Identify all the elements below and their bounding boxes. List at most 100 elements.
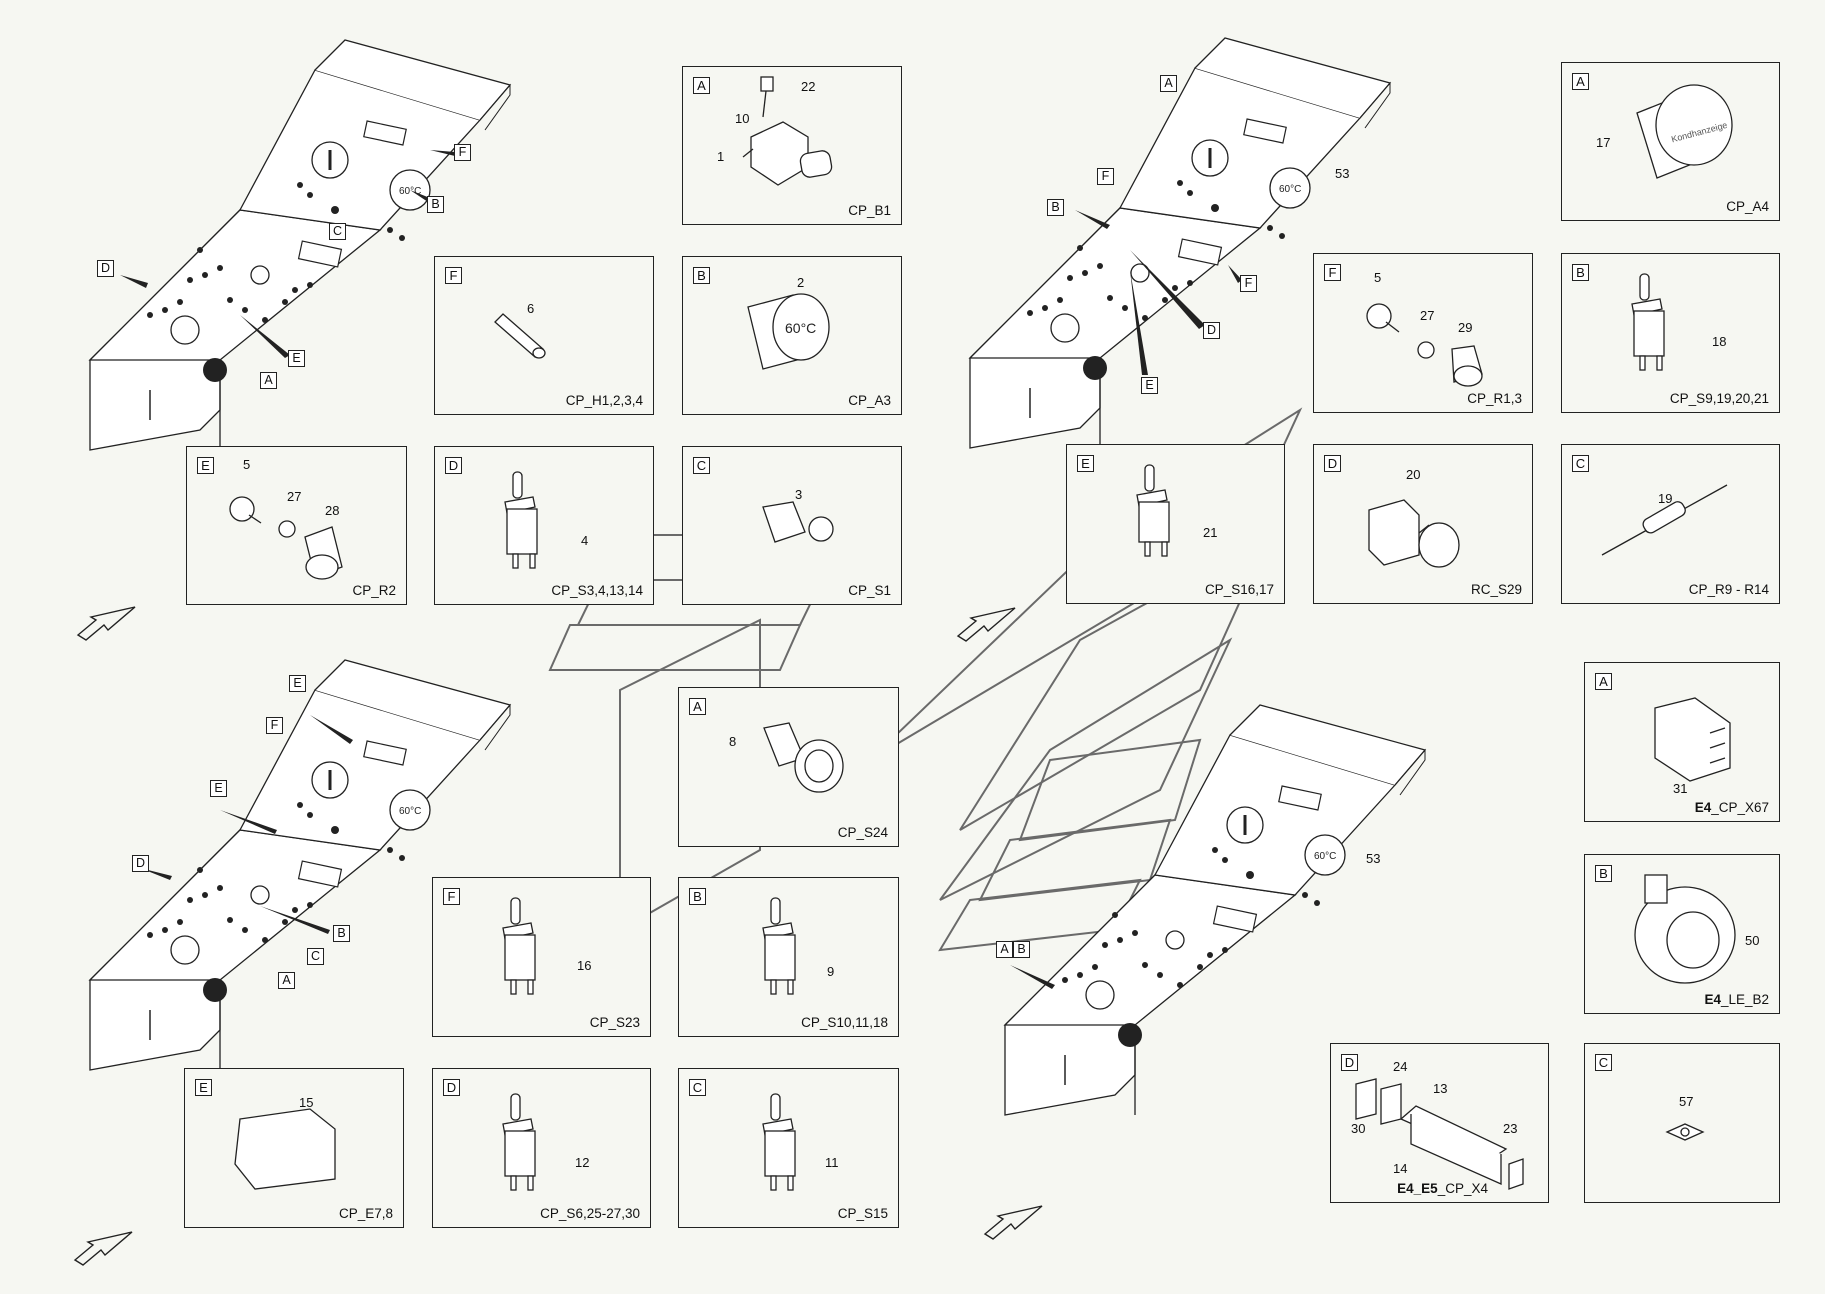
detail-box-cp-b1: A 22 10 1 CP_B1 — [682, 66, 902, 225]
detail-box-cp-s24: A 8 CP_S24 — [678, 687, 899, 847]
box-letter: B — [1572, 264, 1589, 281]
part-number: 5 — [243, 457, 251, 472]
part-number: 4 — [581, 533, 589, 548]
leader-lines — [120, 150, 1242, 989]
callout-tag: E — [289, 675, 306, 692]
box-letter: F — [1324, 264, 1341, 281]
part-number: 19 — [1658, 491, 1673, 506]
callout-tag: B — [427, 196, 444, 213]
box-letter: C — [693, 457, 710, 474]
part-code: CP_S23 — [589, 1015, 640, 1030]
box-letter: D — [443, 1079, 460, 1096]
part-number: 1 — [717, 149, 725, 164]
box-letter: E — [197, 457, 214, 474]
part-number: 21 — [1203, 525, 1218, 540]
part-code: CP_R1,3 — [1467, 391, 1522, 406]
box-letter: D — [1341, 1054, 1358, 1071]
part-number: 50 — [1745, 933, 1760, 948]
callout-tag: E — [288, 350, 305, 367]
callout-tag: E — [210, 780, 227, 797]
part-number: 17 — [1596, 135, 1611, 150]
part-number: 22 — [801, 79, 816, 94]
part-code: E4_E5_CP_X4 — [1397, 1181, 1488, 1196]
part-number: 5 — [1374, 270, 1382, 285]
detail-box-cp-a3: B 60°C 2 CP_A3 — [682, 256, 902, 415]
code-suffix: _CP_X4 — [1437, 1181, 1488, 1196]
detail-box-cp-r13: F 5 27 29 CP_R1,3 — [1313, 253, 1533, 413]
part-number: 53 — [1366, 851, 1381, 866]
callout-tag: C — [329, 223, 346, 240]
part-number: 24 — [1393, 1059, 1408, 1074]
detail-box-cp-s6: D 12 CP_S6,25-27,30 — [432, 1068, 651, 1228]
callout-tag: F — [1240, 275, 1257, 292]
gauge-label: 60°C — [785, 320, 816, 336]
box-letter: B — [689, 888, 706, 905]
box-letter: A — [1595, 673, 1612, 690]
box-letter: B — [1595, 865, 1612, 882]
part-code: CP_R9 - R14 — [1688, 582, 1769, 597]
part-number: 23 — [1503, 1121, 1518, 1136]
part-number: 8 — [729, 734, 737, 749]
part-code: CP_S15 — [837, 1206, 888, 1221]
box-letter: D — [1324, 455, 1341, 472]
part-number: 31 — [1673, 781, 1688, 796]
part-number: 27 — [287, 489, 302, 504]
box-letter: B — [693, 267, 710, 284]
detail-box-cp-e7: E 15 CP_E7,8 — [184, 1068, 404, 1228]
part-number: 6 — [527, 301, 535, 316]
detail-box-cp-s16: E 21 CP_S16,17 — [1066, 444, 1285, 604]
detail-box-cp-s9: B 18 CP_S9,19,20,21 — [1561, 253, 1780, 413]
part-code: CP_A3 — [848, 393, 891, 408]
part-number: 18 — [1712, 334, 1727, 349]
detail-box-cp-s1: C 3 CP_S1 — [682, 446, 902, 605]
code-prefix: E4 — [1704, 992, 1721, 1007]
part-code: CP_S3,4,13,14 — [551, 583, 643, 598]
part-number: 10 — [735, 111, 750, 126]
part-code: CP_S6,25-27,30 — [540, 1206, 640, 1221]
detail-box-cp-s10: B 9 CP_S10,11,18 — [678, 877, 899, 1037]
part-number: 13 — [1433, 1081, 1448, 1096]
callout-tag: E — [1141, 377, 1158, 394]
part-code: CP_B1 — [848, 203, 891, 218]
part-number: 11 — [825, 1155, 839, 1170]
box-letter: C — [689, 1079, 706, 1096]
part-number: 53 — [1335, 166, 1350, 181]
box-letter: C — [1572, 455, 1589, 472]
part-number: 3 — [795, 487, 803, 502]
detail-box-57: C 57 — [1584, 1043, 1780, 1203]
part-code: CP_S24 — [837, 825, 888, 840]
part-code: E4_CP_X67 — [1695, 800, 1769, 815]
part-number: 14 — [1393, 1161, 1408, 1176]
part-code: CP_S1 — [848, 583, 891, 598]
callout-tag: B — [1013, 941, 1030, 958]
part-number: 2 — [797, 275, 805, 290]
code-prefix: E4 — [1694, 800, 1712, 815]
detail-box-cp-x67: A 31 E4_CP_X67 — [1584, 662, 1780, 822]
code-prefix: E4_E5 — [1397, 1181, 1438, 1196]
callout-tag: A — [260, 372, 277, 389]
detail-box-cp-r2: E 5 27 28 CP_R2 — [186, 446, 407, 605]
part-number: 9 — [827, 964, 835, 979]
detail-box-cp-r9: C 19 CP_R9 - R14 — [1561, 444, 1780, 604]
detail-box-cp-b2: B 50 E4_LE_B2 — [1584, 854, 1780, 1014]
box-letter: A — [693, 77, 710, 94]
part-code: CP_E7,8 — [338, 1206, 393, 1221]
box-letter: D — [445, 457, 462, 474]
detail-box-rc-s29: D 20 RC_S29 — [1313, 444, 1533, 604]
part-number: 16 — [577, 958, 592, 973]
part-code: CP_R2 — [352, 583, 396, 598]
box-letter: F — [445, 267, 462, 284]
detail-box-cp-s23: F 16 CP_S23 — [432, 877, 651, 1037]
direction-arrow — [73, 606, 1043, 1266]
callout-tag: F — [266, 717, 283, 734]
box-letter: A — [689, 698, 706, 715]
part-code: E4_LE_B2 — [1704, 992, 1769, 1007]
callout-tag: D — [1203, 322, 1220, 339]
box-letter: A — [1572, 73, 1589, 90]
detail-box-cp-x4: D 24 13 30 23 14 E4_E5_CP_X4 — [1330, 1043, 1549, 1203]
part-number: 57 — [1679, 1094, 1694, 1109]
callout-tag: A — [996, 941, 1013, 958]
detail-box-cp-s3: D 4 CP_S3,4,13,14 — [434, 446, 654, 605]
part-code: CP_A4 — [1726, 199, 1769, 214]
